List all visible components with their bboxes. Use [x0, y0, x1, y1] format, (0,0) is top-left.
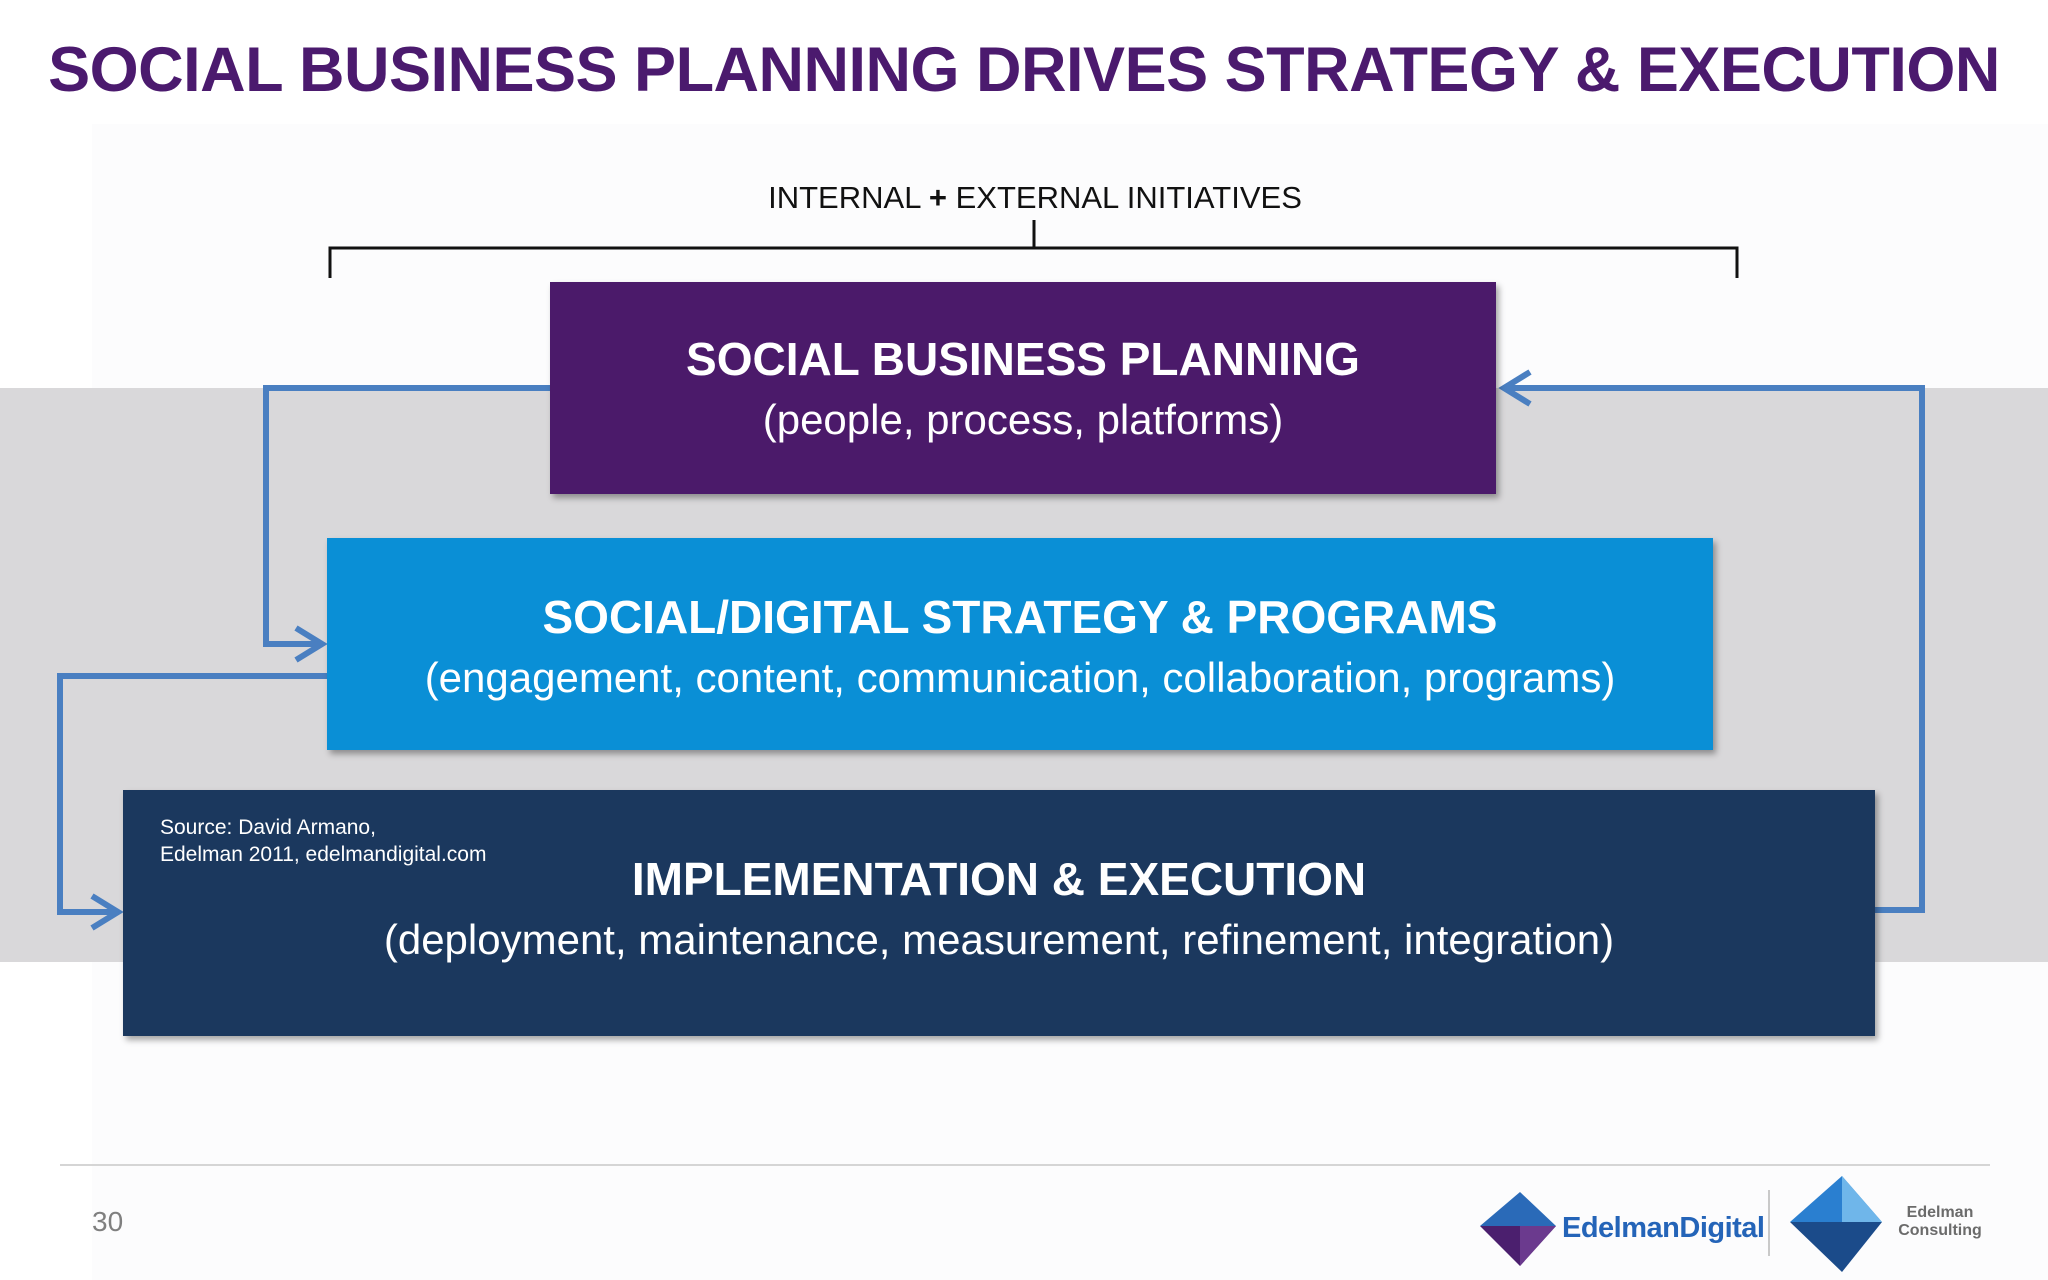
- arrow-implementation-to-planning: [1506, 385, 1925, 913]
- slide-title: SOCIAL BUSINESS PLANNING DRIVES STRATEGY…: [48, 35, 2000, 105]
- source-citation: Source: David Armano, Edelman 2011, edel…: [160, 814, 486, 868]
- social-digital-strategy-box: SOCIAL/DIGITAL STRATEGY & PROGRAMS (enga…: [327, 538, 1713, 750]
- bracket-label-external: EXTERNAL INITIATIVES: [947, 180, 1302, 215]
- arrow-planning-to-strategy: [263, 385, 550, 647]
- strategy-subtitle: (engagement, content, communication, col…: [424, 654, 1616, 701]
- planning-subtitle: (people, process, platforms): [762, 396, 1284, 443]
- strategy-heading: SOCIAL/DIGITAL STRATEGY & PROGRAMS: [542, 591, 1498, 643]
- edelman-consulting-logo-text: Edelman Consulting: [1880, 1204, 2000, 1240]
- initiatives-bracket: [328, 220, 1739, 278]
- arrow-strategy-to-implementation: [57, 673, 327, 915]
- source-line-2: Edelman 2011, edelmandigital.com: [160, 843, 487, 866]
- implementation-execution-box: IMPLEMENTATION & EXECUTION (deployment, …: [123, 790, 1875, 1036]
- arrowhead-implementation: [90, 893, 124, 931]
- edelman-digital-logo-icon: [1480, 1192, 1556, 1266]
- implementation-heading: IMPLEMENTATION & EXECUTION: [631, 853, 1367, 905]
- logo-divider: [1768, 1190, 1770, 1256]
- source-line-1: Source: David Armano,: [160, 816, 376, 839]
- bracket-label-internal: INTERNAL: [768, 180, 929, 215]
- edelman-consulting-logo-icon: [1790, 1176, 1882, 1272]
- implementation-subtitle: (deployment, maintenance, measurement, r…: [383, 916, 1615, 963]
- consulting-line-2: Consulting: [1898, 1222, 1982, 1239]
- bracket-label-plus: +: [928, 180, 948, 215]
- social-business-planning-box: SOCIAL BUSINESS PLANNING (people, proces…: [550, 282, 1496, 494]
- arrowhead-strategy: [294, 625, 328, 663]
- page-number: 30: [92, 1206, 124, 1237]
- edelman-digital-logo-text: EdelmanDigital: [1562, 1212, 1765, 1244]
- planning-heading: SOCIAL BUSINESS PLANNING: [686, 333, 1360, 385]
- arrowhead-planning: [1498, 369, 1532, 407]
- bracket-label: INTERNAL + EXTERNAL INITIATIVES: [0, 180, 2048, 216]
- footer-divider: [60, 1164, 1990, 1166]
- consulting-line-1: Edelman: [1906, 1204, 1974, 1221]
